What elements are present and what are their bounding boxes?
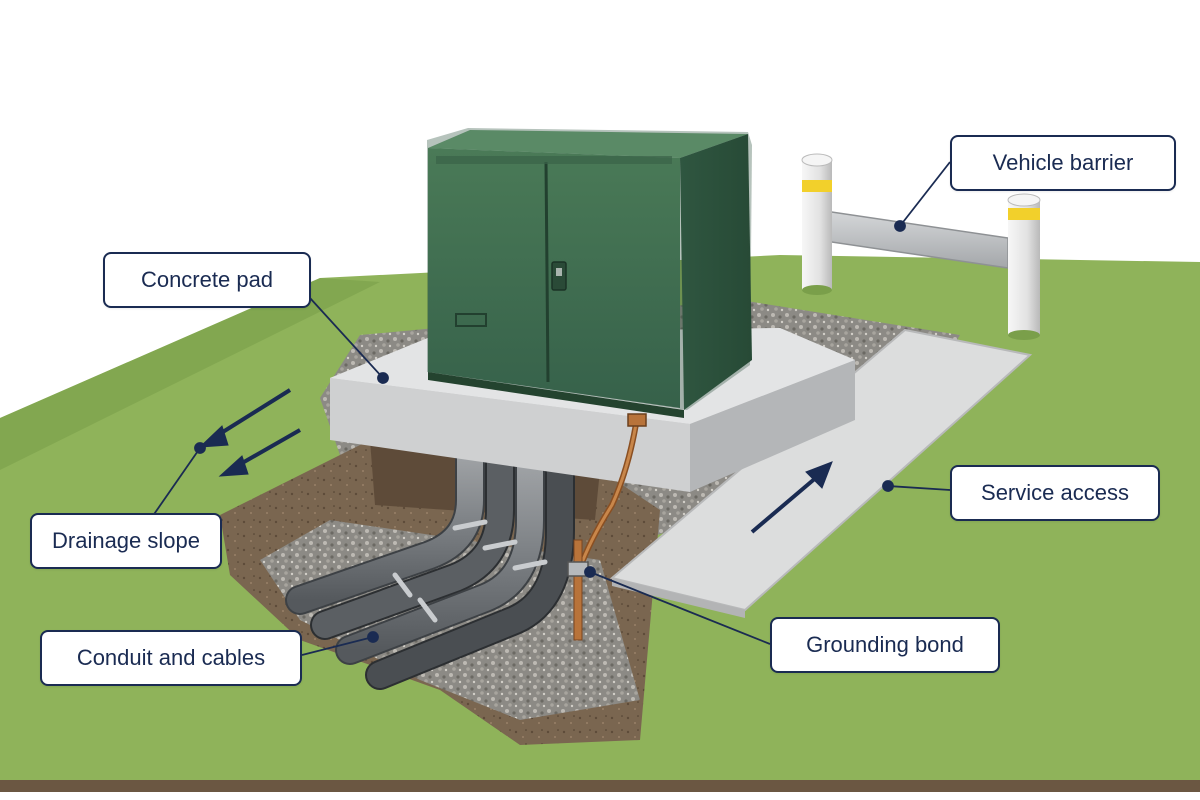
grounding-bond-label: Grounding bond (770, 617, 1000, 673)
walkway-edge (612, 578, 745, 618)
leader-lines (149, 161, 951, 656)
grounding-conductor (577, 421, 639, 571)
drainage-slope-label: Drainage slope (30, 513, 222, 569)
arrow-up-right-icon (750, 461, 833, 534)
arrow-left-down-icon (198, 388, 301, 477)
grass-shadow (0, 278, 380, 470)
ground-lug (627, 413, 647, 427)
conduit-bundle (285, 430, 575, 690)
conduit-and-cables-label: Conduit and cables (40, 630, 302, 686)
concrete-pad-label: Concrete pad (103, 252, 311, 308)
vehicle-barrier (801, 153, 1041, 340)
ground-section (0, 780, 1200, 792)
ground-rod (573, 539, 583, 641)
cabinet-vent (455, 313, 487, 327)
padmount-cabinet (427, 128, 752, 418)
vehicle-barrier-label: Vehicle barrier (950, 135, 1176, 191)
service-access-label: Service access (950, 465, 1160, 521)
